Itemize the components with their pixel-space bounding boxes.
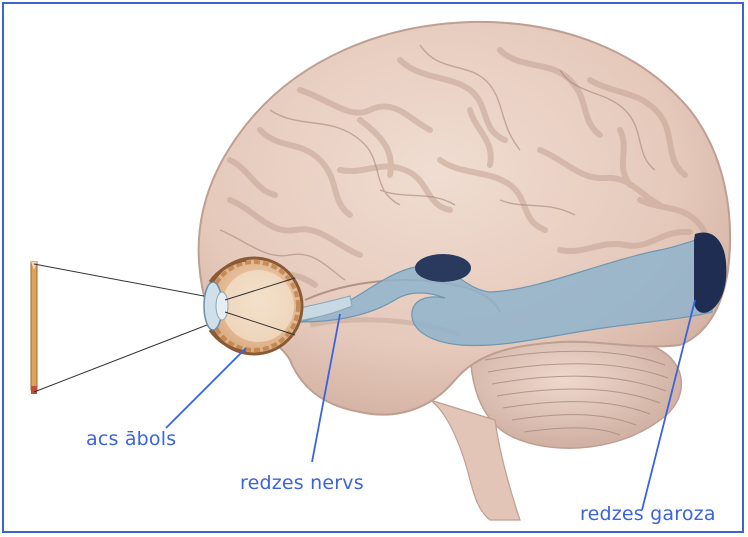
label-visual-cortex: redzes garoza bbox=[580, 503, 716, 525]
eye-icon bbox=[204, 258, 302, 354]
thalamus-illustration bbox=[415, 254, 471, 282]
label-eyeball: acs ābols bbox=[86, 428, 176, 450]
label-optic-nerve: redzes nervs bbox=[240, 472, 364, 494]
pencil-icon bbox=[31, 262, 37, 394]
